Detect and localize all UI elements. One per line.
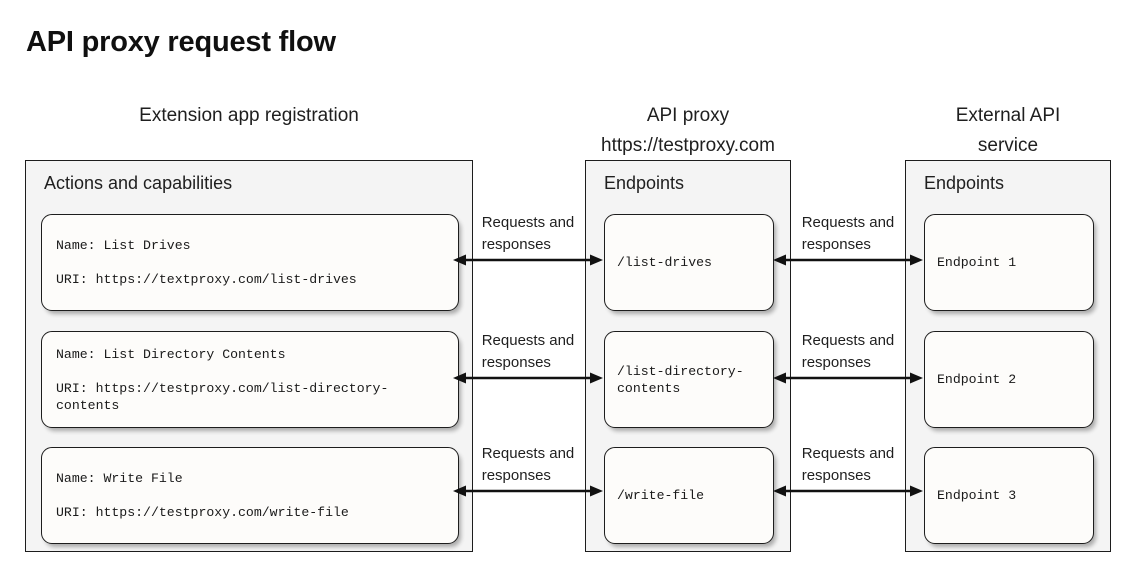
action-card-uri: URI: https://testproxy.com/write-file	[56, 505, 349, 520]
action-card-uri: URI: https://testproxy.com/list-director…	[56, 380, 389, 413]
column-header-line-2: service	[977, 135, 1039, 156]
connector-label-line-1: Requests and	[481, 214, 575, 231]
column-header-line-1: Extension app registration	[139, 105, 359, 126]
connector-label: Requests and responses	[482, 330, 575, 374]
connector-proxy-to-external-row-2: Requests and responses	[772, 330, 924, 392]
connector-app-to-proxy-row-1: Requests and responses	[452, 212, 604, 274]
connector-label-line-1: Requests and	[481, 445, 575, 462]
panel-title-endpoints-external: Endpoints	[924, 173, 1005, 193]
column-header-api-proxy: API proxy https://testproxy.com	[585, 101, 791, 161]
action-card-list-directory-contents[interactable]: Name: List Directory Contents URI: https…	[41, 331, 459, 428]
panel-external-api-service: Endpoints Endpoint 1 Endpoint 2 Endpoint…	[905, 160, 1111, 552]
connector-label: Requests and responses	[802, 443, 895, 487]
proxy-endpoint-path: /write-file	[617, 488, 705, 503]
proxy-endpoint-card-list-directory-contents[interactable]: /list-directory-contents	[604, 331, 774, 428]
proxy-endpoint-path: /list-drives	[617, 255, 712, 270]
external-endpoint-label: Endpoint 1	[937, 255, 1017, 270]
connector-label: Requests and responses	[802, 212, 895, 256]
double-arrow-icon	[773, 485, 923, 497]
column-header-external-api-service: External API service	[905, 101, 1111, 161]
double-arrow-icon	[453, 254, 603, 266]
proxy-endpoint-card-list-drives[interactable]: /list-drives	[604, 214, 774, 311]
connector-label-line-2: responses	[801, 354, 871, 371]
external-endpoint-label: Endpoint 2	[937, 372, 1017, 387]
panel-title-endpoints-proxy: Endpoints	[604, 173, 685, 193]
double-arrow-icon	[773, 254, 923, 266]
action-card-name: Name: Write File	[56, 471, 183, 486]
connector-label: Requests and responses	[482, 443, 575, 487]
connector-label-line-1: Requests and	[801, 214, 895, 231]
external-endpoint-card-1[interactable]: Endpoint 1	[924, 214, 1094, 311]
connector-app-to-proxy-row-3: Requests and responses	[452, 443, 604, 505]
external-endpoint-label: Endpoint 3	[937, 488, 1017, 503]
connector-proxy-to-external-row-1: Requests and responses	[772, 212, 924, 274]
external-endpoint-card-3[interactable]: Endpoint 3	[924, 447, 1094, 544]
connector-label-line-1: Requests and	[481, 332, 575, 349]
connector-label-line-2: responses	[481, 354, 551, 371]
proxy-endpoint-card-write-file[interactable]: /write-file	[604, 447, 774, 544]
connector-proxy-to-external-row-3: Requests and responses	[772, 443, 924, 505]
action-card-name: Name: List Directory Contents	[56, 346, 286, 362]
double-arrow-icon	[453, 485, 603, 497]
column-header-extension-app-registration: Extension app registration	[25, 101, 473, 131]
action-card-write-file[interactable]: Name: Write File URI: https://testproxy.…	[41, 447, 459, 544]
connector-label: Requests and responses	[802, 330, 895, 374]
external-endpoint-card-2[interactable]: Endpoint 2	[924, 331, 1094, 428]
proxy-endpoint-path: /list-directory-contents	[617, 363, 744, 396]
column-header-line-2: https://testproxy.com	[601, 135, 775, 156]
double-arrow-icon	[773, 372, 923, 384]
connector-label-line-1: Requests and	[801, 332, 895, 349]
connector-label-line-2: responses	[481, 236, 551, 253]
page-title: API proxy request flow	[26, 26, 336, 58]
panel-title-actions-and-capabilities: Actions and capabilities	[44, 173, 233, 193]
action-card-list-drives[interactable]: Name: List Drives URI: https://textproxy…	[41, 214, 459, 311]
action-card-name: Name: List Drives	[56, 238, 191, 253]
column-header-line-1: External API	[955, 105, 1061, 126]
connector-label-line-2: responses	[801, 467, 871, 484]
action-card-uri: URI: https://textproxy.com/list-drives	[56, 272, 357, 287]
connector-label-line-2: responses	[801, 236, 871, 253]
connector-label: Requests and responses	[482, 212, 575, 256]
connector-label-line-2: responses	[481, 467, 551, 484]
double-arrow-icon	[453, 372, 603, 384]
panel-api-proxy: Endpoints /list-drives /list-directory-c…	[585, 160, 791, 552]
panel-extension-app-registration: Actions and capabilities Name: List Driv…	[25, 160, 473, 552]
connector-app-to-proxy-row-2: Requests and responses	[452, 330, 604, 392]
connector-label-line-1: Requests and	[801, 445, 895, 462]
column-header-line-1: API proxy	[646, 105, 730, 126]
